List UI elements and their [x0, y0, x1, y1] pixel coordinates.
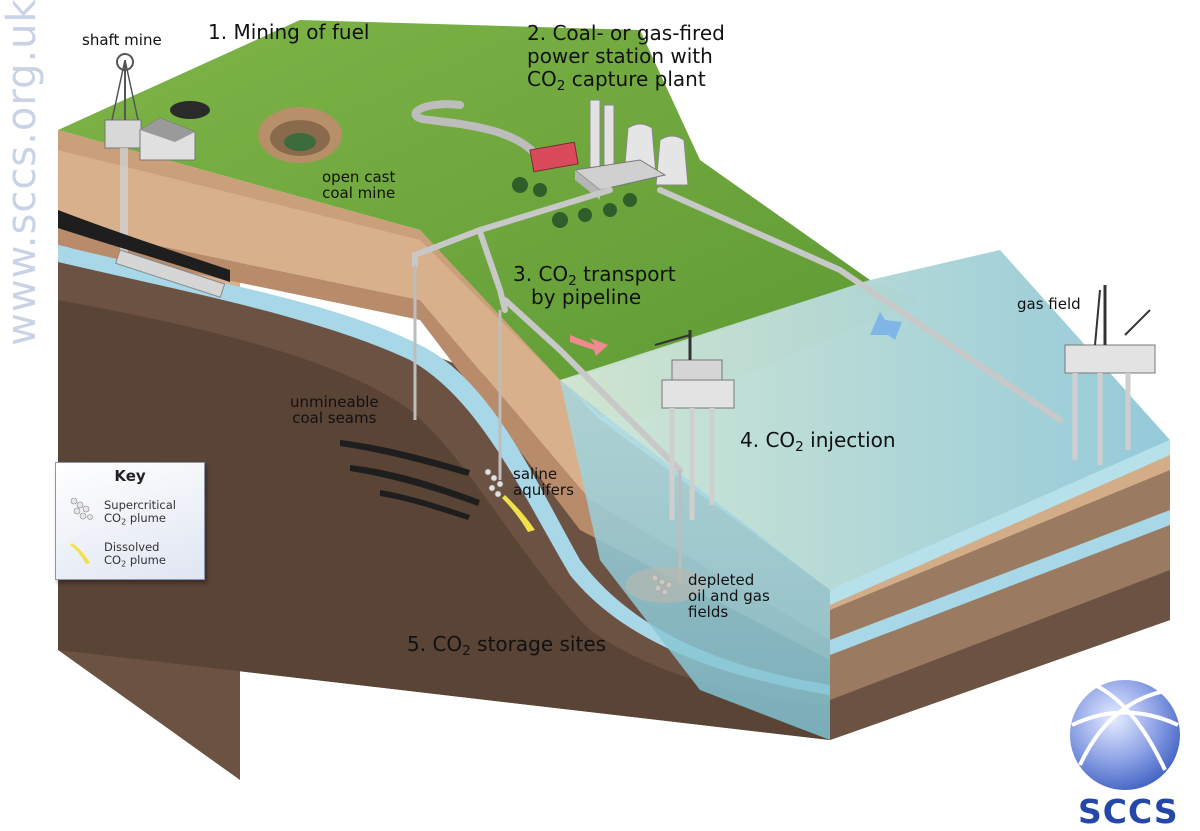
road	[411, 100, 544, 164]
label-co2-transport: 3. CO2 transport by pipeline	[513, 262, 676, 309]
legend-title: Key	[114, 467, 146, 485]
land-surface	[58, 20, 870, 380]
label-gas-field: gas field	[1017, 295, 1081, 313]
legend-supercritical-label: Supercritical CO2 plume	[104, 498, 176, 527]
co2-pipelines	[412, 187, 1063, 473]
label-mining-of-fuel: 1. Mining of fuel	[208, 20, 370, 44]
legend-dissolved-label: Dissolved CO2 plume	[104, 540, 166, 569]
blue-arrow	[870, 312, 902, 340]
unmineable-coal-seams	[58, 210, 480, 520]
sccs-logo-text: SCCS	[1078, 792, 1179, 831]
pink-arrow	[570, 335, 608, 356]
label-saline-aquifers: saline aquifers	[513, 465, 574, 499]
label-shaft-mine: shaft mine	[82, 31, 162, 49]
website-watermark: www.sccs.org.uk	[0, 0, 45, 346]
trees	[512, 177, 637, 228]
dissolved-co2-plume	[502, 495, 535, 532]
label-co2-injection: 4. CO2 injection	[740, 428, 896, 456]
sccs-logo-globe	[1070, 680, 1180, 790]
pipeline-wells	[413, 265, 682, 585]
depleted-field-reservoir	[625, 567, 705, 603]
legend-dissolved-icon	[70, 543, 90, 564]
open-cast-mine-pit	[258, 107, 342, 163]
gas-field-platform	[1064, 285, 1156, 465]
legend-supercritical-icon	[70, 497, 93, 520]
sea-surface	[560, 250, 1170, 740]
legend-key: Key Supercritical CO2 plume Dissolved CO…	[55, 462, 205, 580]
label-co2-storage-sites: 5. CO2 storage sites	[407, 632, 607, 660]
injection-platform	[654, 330, 735, 520]
shaft-mine-buildings	[104, 53, 226, 298]
label-unmineable-coal-seams: unmineable coal seams	[290, 393, 379, 427]
label-depleted-fields: depleted oil and gas fields	[688, 571, 770, 621]
label-open-cast-coal-mine: open cast coal mine	[322, 168, 396, 202]
supercritical-co2-plume-aquifer	[484, 468, 504, 498]
label-power-station: 2. Coal- or gas-fired power station with…	[527, 21, 725, 95]
